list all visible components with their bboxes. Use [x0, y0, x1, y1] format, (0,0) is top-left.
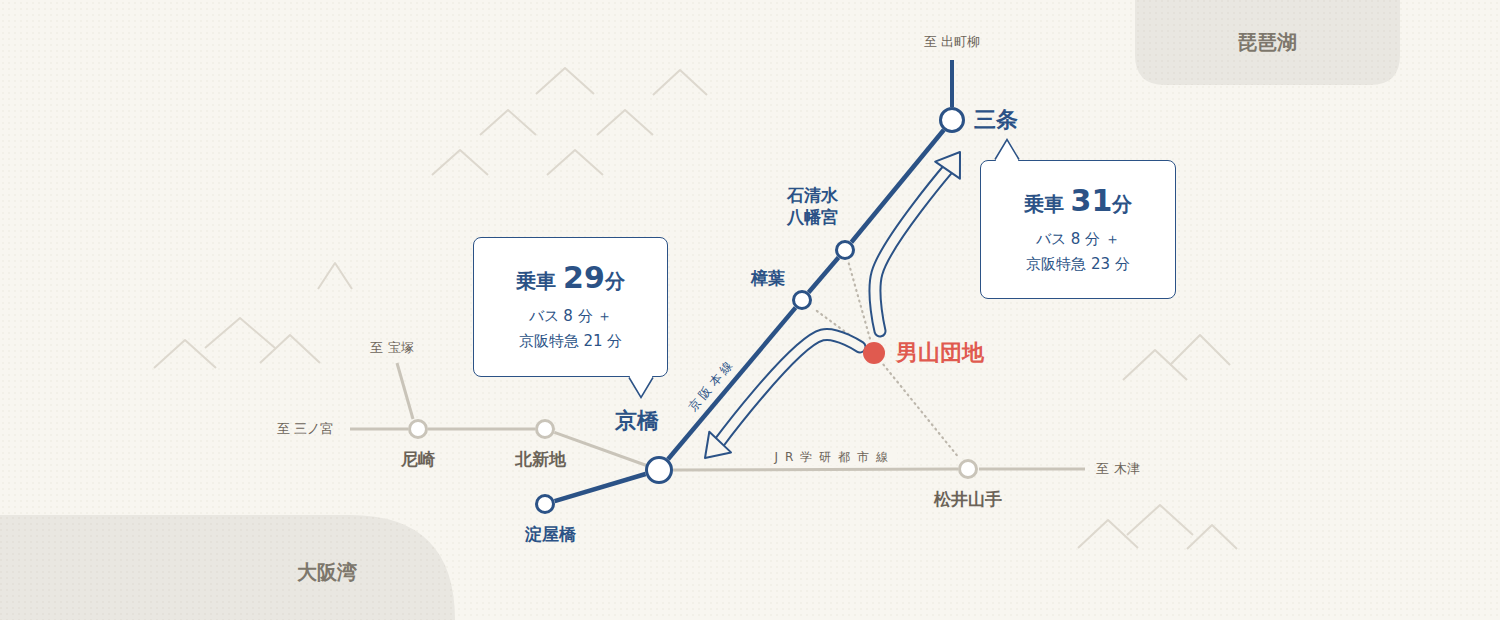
arrow-outline [875, 167, 950, 331]
time-callout: 乗車 31分バス 8 分 ＋ 京阪特急 23 分 [980, 160, 1176, 299]
water-name: 大阪湾 [297, 559, 357, 586]
station-dot [958, 459, 978, 479]
rail-line [554, 432, 645, 465]
callout-tail [629, 376, 653, 398]
station-dot [535, 419, 555, 439]
line-path [554, 432, 645, 465]
mountain-symbol [480, 110, 536, 135]
arrow-outline [717, 334, 860, 445]
water-fill [1135, 0, 1400, 85]
arrow-head [935, 152, 960, 179]
arrow-head [705, 432, 731, 458]
rail-line [883, 365, 959, 458]
station-name: 京橋 [615, 407, 659, 436]
mountain-symbol [1170, 335, 1230, 365]
ride-breakdown: バス 8 分 ＋ 京阪特急 23 分 [1011, 227, 1145, 277]
callout-tail [995, 139, 1019, 161]
mountain-symbol [1127, 505, 1193, 535]
line-stub [350, 428, 408, 431]
destination-label: 至 三ノ宮 [277, 420, 333, 438]
station-name: 淀屋橋 [525, 523, 576, 545]
station-name: 尼崎 [401, 448, 435, 470]
mountain-symbol [597, 110, 653, 135]
mountain-symbol [1123, 350, 1187, 380]
destination-label: 至 出町柳 [924, 33, 980, 51]
station-name: 男山団地 [896, 339, 984, 368]
time-callout: 乗車 29分バス 8 分 ＋ 京阪特急 21 分 [473, 237, 668, 377]
rail-line [849, 263, 870, 338]
station-dot [645, 456, 673, 484]
mountain-symbol [547, 150, 603, 175]
rail-line [809, 258, 839, 293]
ride-breakdown: バス 8 分 ＋ 京阪特急 21 分 [504, 304, 638, 354]
mountain-symbol [1187, 525, 1237, 549]
station-name: 樟葉 [751, 267, 785, 289]
line-path [883, 365, 959, 458]
destination-label: 至 木津 [1096, 460, 1139, 478]
rail-line [673, 469, 958, 471]
line-stub [950, 60, 954, 107]
station-name: 北新地 [515, 448, 566, 470]
water-shape [0, 515, 460, 620]
rail-line [428, 429, 535, 430]
station-dot [863, 342, 885, 364]
line-path [428, 428, 535, 431]
route-arrow [875, 152, 960, 331]
ride-time: 乗車 31分 [1024, 183, 1133, 219]
ride-time: 乗車 29分 [516, 260, 625, 296]
line-path [673, 468, 958, 472]
mountain-symbol [432, 150, 488, 175]
mountain-symbol [154, 340, 216, 368]
arrow-inner [875, 167, 950, 331]
mountain-symbol [205, 318, 275, 348]
mountain-symbol [653, 70, 707, 95]
station-dot [939, 107, 965, 133]
station-dot [835, 240, 855, 260]
line-stub [979, 468, 1085, 471]
line-stub [397, 363, 413, 419]
line-stubs [350, 60, 1085, 469]
lake-area: 琵琶湖 [1135, 0, 1400, 85]
station-dot [408, 419, 428, 439]
route-arrow [705, 334, 860, 458]
water-fill [0, 515, 455, 620]
station-dot [535, 494, 555, 514]
rail-line [555, 474, 646, 501]
mountain-symbols [154, 68, 1237, 549]
line-path [555, 474, 646, 501]
destination-label: 至 宝塚 [370, 339, 413, 357]
bay-area: 大阪湾 [0, 515, 460, 620]
line-name: 京阪本線 [684, 353, 741, 416]
station-dot [792, 290, 812, 310]
station-name: 松井山手 [934, 488, 1002, 510]
water-name: 琵琶湖 [1237, 29, 1297, 56]
mountain-symbol [318, 263, 352, 289]
station-name: 三条 [974, 106, 1018, 135]
mountain-symbol [536, 68, 594, 94]
line-path [809, 258, 839, 293]
arrow-inner [717, 334, 860, 445]
mountain-symbol [260, 335, 320, 363]
line-name: JR学研都市線 [773, 449, 898, 466]
line-path [849, 263, 870, 338]
station-name: 石清水 八幡宮 [784, 184, 840, 228]
